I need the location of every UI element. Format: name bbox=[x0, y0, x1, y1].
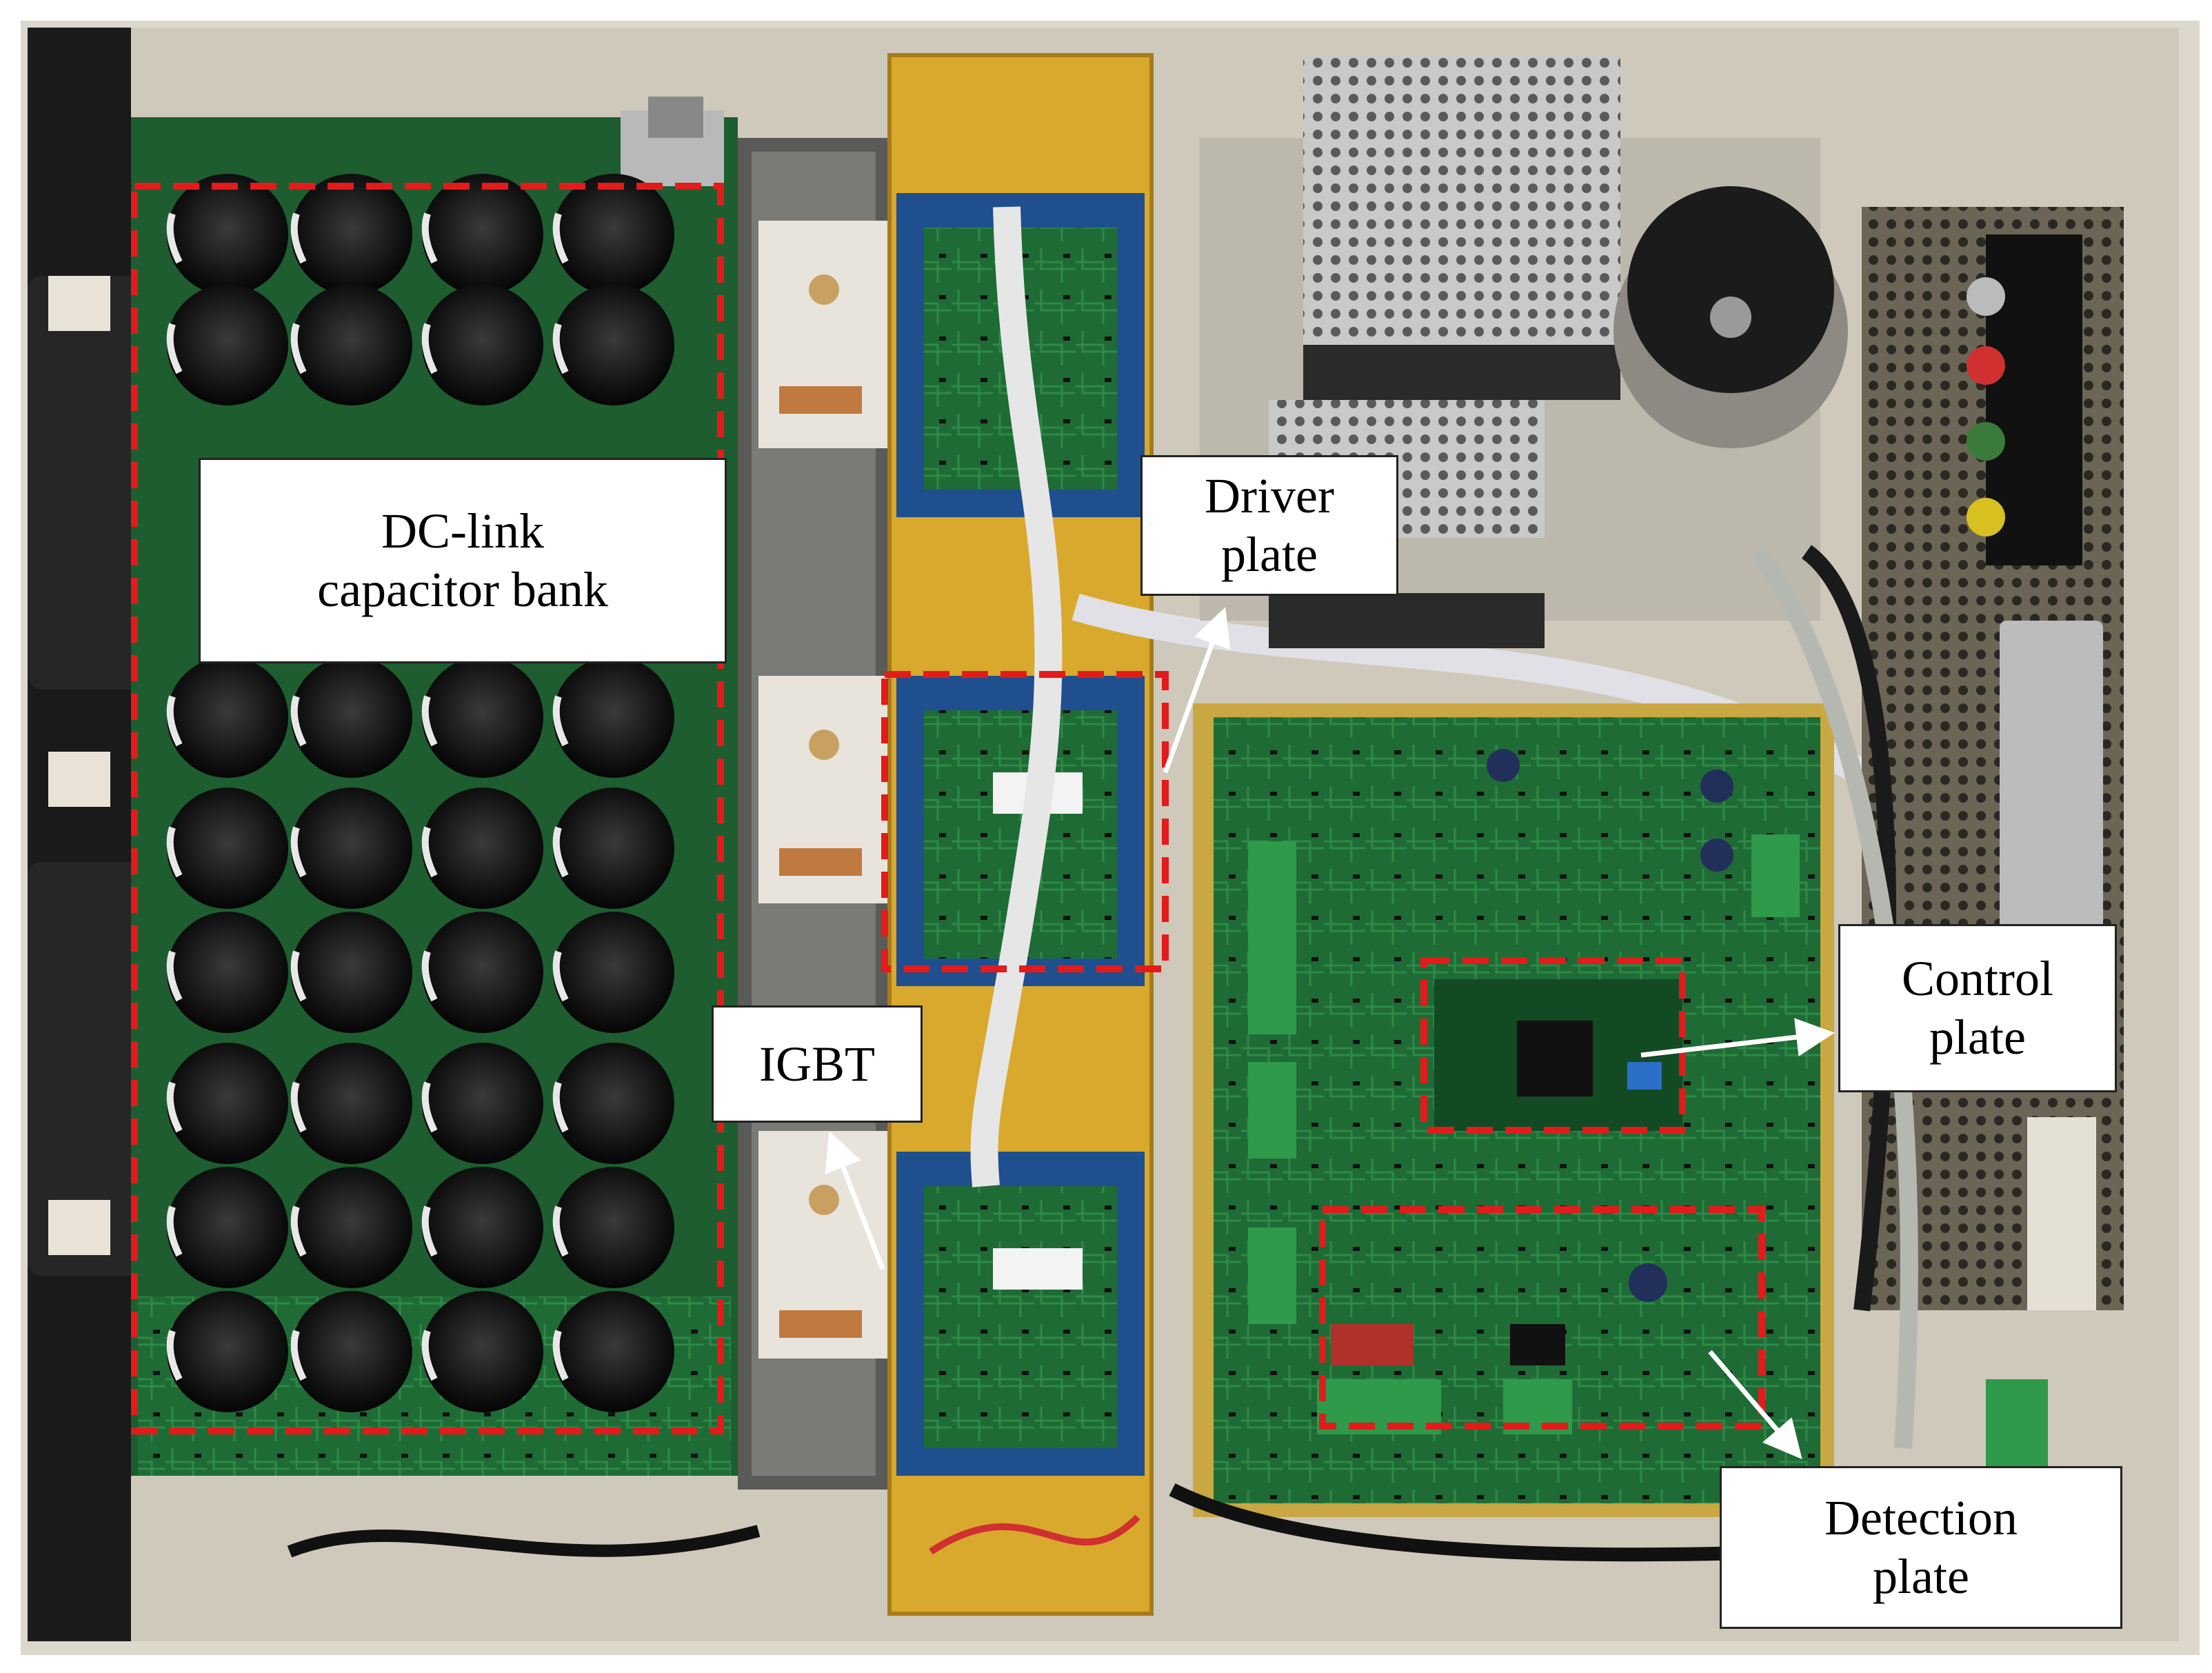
detection-label-line1: Detection bbox=[1824, 1490, 2018, 1546]
capacitor bbox=[422, 284, 543, 405]
control-label-line1: Control bbox=[1901, 951, 2053, 1007]
capacitor bbox=[553, 1291, 674, 1412]
control-label-line2: plate bbox=[1929, 1010, 2026, 1065]
detection-arrow bbox=[1708, 1350, 1802, 1459]
capacitor bbox=[291, 657, 412, 778]
capacitor bbox=[167, 284, 288, 405]
capacitor bbox=[422, 657, 543, 778]
capacitor bbox=[422, 1043, 543, 1164]
detection-plate-label: Detection plate bbox=[1720, 1466, 2122, 1629]
main-pcb bbox=[1193, 703, 1834, 1517]
capacitor bbox=[167, 657, 288, 778]
capacitor bbox=[291, 174, 412, 295]
capacitor bbox=[167, 912, 288, 1033]
capacitor bbox=[291, 788, 412, 909]
capacitor bbox=[553, 284, 674, 405]
driver-plate-highlight bbox=[881, 671, 1169, 972]
driver-label-line1: Driver bbox=[1205, 468, 1334, 524]
capacitor bbox=[167, 1291, 288, 1412]
driver-arrow bbox=[1163, 607, 1231, 774]
capacitor bbox=[291, 1043, 412, 1164]
capacitor bbox=[422, 174, 543, 295]
capacitor bbox=[553, 1043, 674, 1164]
igbt-label: IGBT bbox=[712, 1005, 923, 1123]
igbt-arrow bbox=[825, 1131, 885, 1270]
capacitor bbox=[291, 284, 412, 405]
dc-link-label-line2: capacitor bank bbox=[317, 562, 608, 617]
capacitor bbox=[291, 1167, 412, 1288]
capacitor bbox=[553, 657, 674, 778]
driver-stack bbox=[887, 53, 1869, 1616]
capacitor bbox=[553, 912, 674, 1033]
capacitor bbox=[422, 788, 543, 909]
control-plate-highlight bbox=[1420, 957, 1686, 1134]
control-arrow bbox=[1640, 1018, 1835, 1058]
capacitor bbox=[553, 174, 674, 295]
cables bbox=[287, 545, 1918, 1562]
igbt-label-line1: IGBT bbox=[759, 1036, 875, 1092]
capacitor bbox=[291, 1291, 412, 1412]
callout-arrows bbox=[825, 607, 1835, 1459]
igbt-column bbox=[738, 138, 889, 1490]
capacitor bbox=[422, 1291, 543, 1412]
control-plate-label: Control plate bbox=[1838, 924, 2117, 1092]
capacitor bbox=[167, 174, 288, 295]
capacitor-bank bbox=[166, 174, 674, 1412]
capacitor bbox=[422, 1167, 543, 1288]
highlight-boxes bbox=[131, 183, 1765, 1434]
detection-label-line2: plate bbox=[1873, 1549, 1969, 1604]
dc-link-capacitor-bank-label: DC-link capacitor bank bbox=[199, 458, 727, 663]
capacitor bbox=[553, 788, 674, 909]
capacitor bbox=[167, 1043, 288, 1164]
driver-label-line2: plate bbox=[1221, 527, 1318, 582]
capacitor bbox=[167, 1167, 288, 1288]
capacitor bbox=[291, 912, 412, 1033]
detection-plate-highlight bbox=[1319, 1206, 1765, 1430]
toroidal-transformer bbox=[1613, 186, 1848, 448]
dc-link-label-line1: DC-link bbox=[381, 503, 544, 559]
driver-plate-label: Driver plate bbox=[1140, 455, 1398, 596]
left-fan-column bbox=[28, 28, 159, 1641]
capacitor bbox=[422, 912, 543, 1033]
capacitor bbox=[553, 1167, 674, 1288]
capacitor-bank-highlight bbox=[131, 183, 724, 1434]
capacitor bbox=[167, 788, 288, 909]
